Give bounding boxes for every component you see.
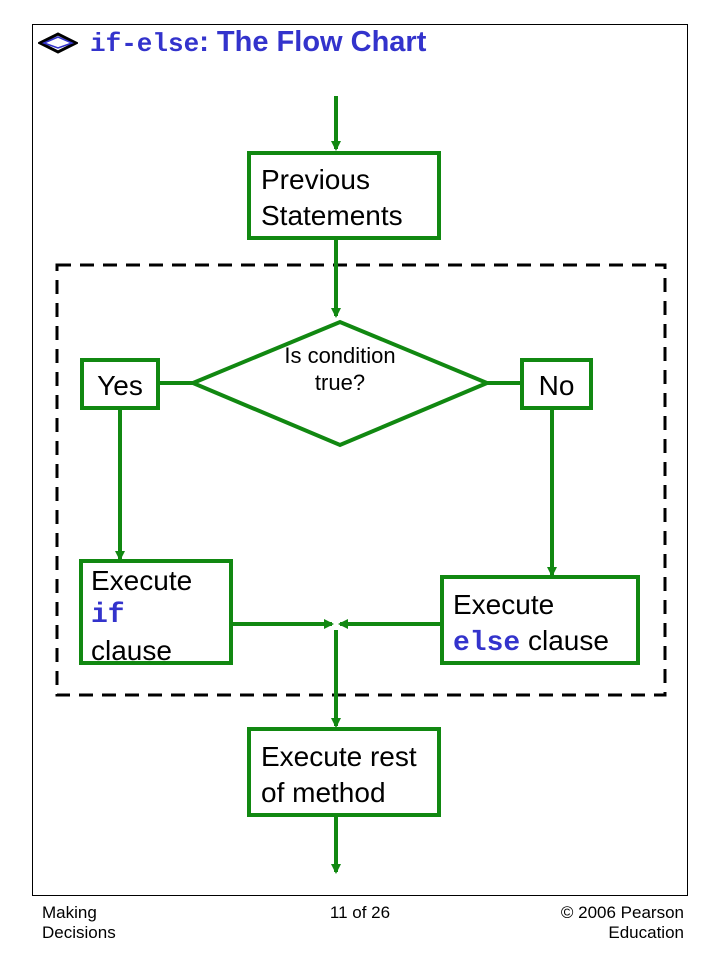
decision-diamond — [187, 319, 493, 448]
slide-frame — [32, 24, 688, 896]
yes-label: Yes — [97, 370, 143, 401]
no-label: No — [538, 370, 575, 401]
title-text: : The Flow Chart — [199, 26, 427, 58]
previous-statements-box: Previous Statements — [247, 151, 441, 240]
if-clause-box: Execute if clause — [79, 559, 233, 666]
yes-box: Yes — [80, 358, 160, 410]
decision-label: Is condition true? — [284, 343, 396, 395]
footer-left: Making Decisions — [42, 903, 116, 942]
if-clause-suffix: clause — [91, 635, 172, 666]
footer-right: © 2006 Pearson Education — [560, 903, 684, 942]
diamond-bullet-icon — [38, 32, 78, 54]
else-clause-suffix: clause — [520, 625, 609, 656]
if-clause-code: if — [91, 600, 125, 631]
footer-center: 11 of 26 — [329, 903, 391, 922]
if-else-dashed-region — [55, 263, 667, 697]
else-clause-line2: else clause — [453, 623, 627, 662]
no-box: No — [520, 358, 593, 410]
if-clause-prefix: Execute — [91, 565, 193, 596]
previous-statements-label: Previous Statements — [261, 164, 403, 231]
else-clause-box: Execute else clause — [440, 575, 640, 665]
rest-of-method-box: Execute rest of method — [247, 727, 441, 817]
title-code: if-else — [90, 29, 200, 59]
rest-of-method-label: Execute rest of method — [261, 741, 417, 808]
else-clause-code: else — [453, 628, 521, 659]
slide-title: if-else: The Flow Chart — [90, 26, 426, 59]
else-clause-prefix: Execute — [453, 589, 555, 620]
